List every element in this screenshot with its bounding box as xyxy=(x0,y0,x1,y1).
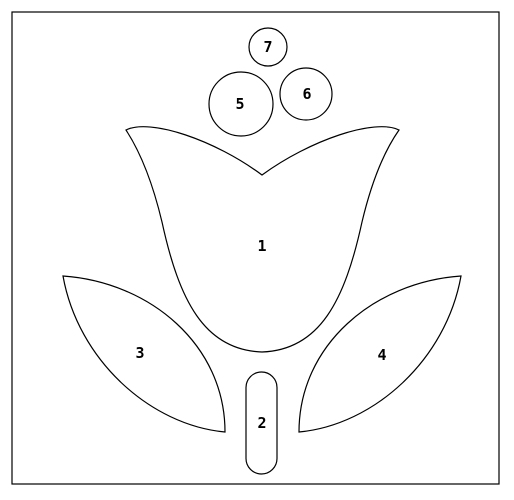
label-stem: 2 xyxy=(257,414,266,432)
label-circle-large: 5 xyxy=(235,95,244,113)
label-circle-top: 7 xyxy=(263,38,272,56)
label-circle-right: 6 xyxy=(302,85,311,103)
label-right-leaf: 4 xyxy=(377,346,386,364)
label-tulip-cup: 1 xyxy=(257,237,266,255)
label-left-leaf: 3 xyxy=(135,344,144,362)
